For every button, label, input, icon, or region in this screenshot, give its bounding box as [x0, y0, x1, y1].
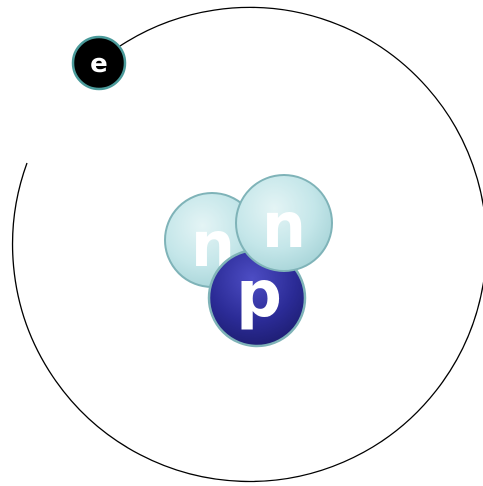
electron: e — [73, 37, 125, 89]
neutron-front: n — [236, 175, 332, 271]
neutron-front-label: n — [262, 189, 306, 262]
electron-label: e — [90, 49, 108, 79]
nucleus: n p n — [165, 175, 332, 346]
